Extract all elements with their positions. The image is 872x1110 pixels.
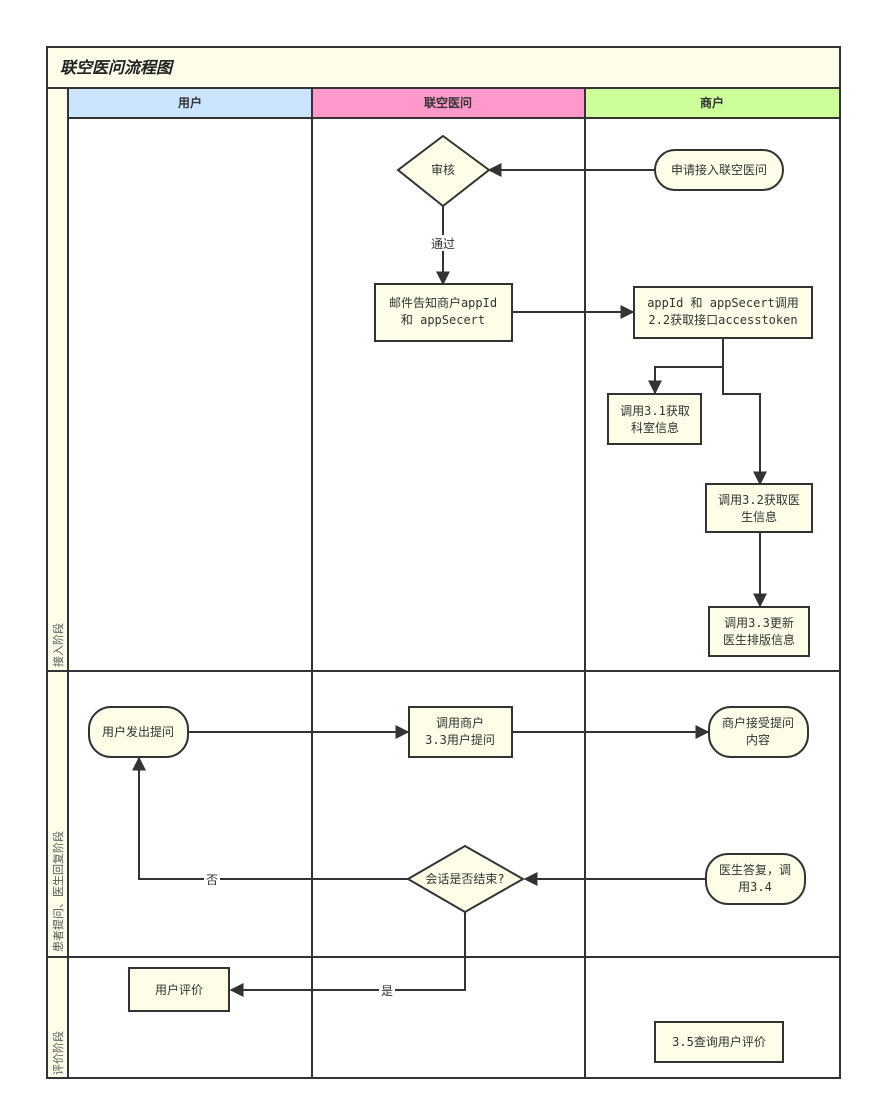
edge-label-no: 否 <box>206 873 218 887</box>
edges: 通过 否 是 <box>132 163 767 998</box>
terminator-shape <box>708 706 809 758</box>
process-shape <box>128 967 230 1012</box>
decision-shape <box>406 844 526 914</box>
process-shape <box>705 483 813 533</box>
node-query-rate[interactable]: 3.5查询用户评价 <box>654 1021 784 1063</box>
node-receive-line-2: 内容 <box>746 732 770 747</box>
edge-session-to-ask <box>132 756 409 880</box>
edge-label-bg-pass <box>428 235 458 251</box>
node-reply-line-2: 用3.4 <box>738 880 772 894</box>
phase-label-access: 接入阶段 <box>51 623 65 667</box>
node-call-ask-line-2: 3.3用户提问 <box>425 732 495 747</box>
node-schedule[interactable]: 调用3.3更新 医生排版信息 <box>708 606 810 657</box>
node-session-end[interactable]: 会话是否结束? <box>406 844 526 914</box>
node-user-ask-line-1: 用户发出提问 <box>102 724 174 739</box>
node-doctor-line-1: 调用3.2获取医 <box>718 493 800 507</box>
process-shape <box>633 286 813 339</box>
node-review-check[interactable]: 审核 <box>396 134 491 208</box>
lane-header-lianku[interactable] <box>312 88 585 118</box>
edge-session-to-rate <box>229 912 466 997</box>
process-shape <box>408 706 513 758</box>
diagram-title: 联空医问流程图 <box>60 58 175 77</box>
edge-token-to-doctor <box>722 367 767 486</box>
process-shape <box>654 1021 784 1063</box>
lane-header-user[interactable] <box>68 88 312 118</box>
lane-label-merchant: 商户 <box>700 95 724 110</box>
node-doctor-info[interactable]: 调用3.2获取医 生信息 <box>705 483 813 533</box>
node-email[interactable]: 邮件告知商户appId 和 appSecert <box>374 283 513 342</box>
node-rate-line-1: 用户评价 <box>155 982 203 997</box>
node-schedule-line-2: 医生排版信息 <box>723 632 795 647</box>
node-email-line-2: 和 appSecert <box>401 313 485 327</box>
node-user-ask[interactable]: 用户发出提问 <box>88 706 189 758</box>
node-reply-line-1: 医生答复，调 <box>719 862 791 877</box>
node-session-line-1: 会话是否结束? <box>425 872 504 886</box>
diagram-title-bar <box>47 47 840 88</box>
node-doctor-reply[interactable]: 医生答复，调 用3.4 <box>705 853 806 905</box>
process-shape <box>607 393 702 445</box>
node-dept-line-1: 调用3.1获取 <box>620 404 690 418</box>
edge-token-to-dept <box>648 338 724 395</box>
lane-label-user: 用户 <box>177 95 202 110</box>
terminator-shape <box>88 706 189 758</box>
node-doctor-line-2: 生信息 <box>741 509 777 524</box>
edge-label-bg-no <box>204 871 220 887</box>
node-apply-line-1: 申请接入联空医问 <box>671 162 767 177</box>
terminator-shape <box>654 149 784 191</box>
diagram-frame <box>46 46 841 1079</box>
node-user-rate[interactable]: 用户评价 <box>128 967 230 1012</box>
node-apply[interactable]: 申请接入联空医问 <box>654 149 784 191</box>
node-dept-line-2: 科室信息 <box>631 420 679 435</box>
edge-label-pass: 通过 <box>431 237 455 251</box>
lane-header-merchant[interactable] <box>585 88 840 118</box>
lane-label-lianku: 联空医问 <box>424 95 472 110</box>
node-query-line-1: 3.5查询用户评价 <box>672 1034 766 1049</box>
node-schedule-line-1: 调用3.3更新 <box>724 615 794 630</box>
node-receive-line-1: 商户接受提问 <box>722 715 794 730</box>
node-call-ask[interactable]: 调用商户 3.3用户提问 <box>408 706 513 758</box>
node-token-line-2: 2.2获取接口accesstoken <box>648 312 797 327</box>
phase-label-review: 评价阶段 <box>51 1031 65 1075</box>
decision-shape <box>396 134 491 208</box>
swimlane-grid <box>47 87 840 1078</box>
node-merchant-receive[interactable]: 商户接受提问 内容 <box>708 706 809 758</box>
node-call-ask-line-1: 调用商户 <box>436 715 484 730</box>
node-get-token[interactable]: appId 和 appSecert调用 2.2获取接口accesstoken <box>633 286 813 339</box>
node-review-line-1: 审核 <box>431 162 455 177</box>
phase-label-qa: 患者提问、医生回复阶段 <box>51 831 65 952</box>
edge-label-bg-yes <box>379 982 395 998</box>
process-shape <box>708 606 810 657</box>
node-dept-info[interactable]: 调用3.1获取 科室信息 <box>607 393 702 445</box>
phase-column <box>47 88 68 1078</box>
process-shape <box>374 283 513 342</box>
edge-label-yes: 是 <box>381 984 393 998</box>
node-email-line-1: 邮件告知商户appId <box>389 295 497 310</box>
terminator-shape <box>705 853 806 905</box>
node-token-line-1: appId 和 appSecert调用 <box>647 296 799 310</box>
